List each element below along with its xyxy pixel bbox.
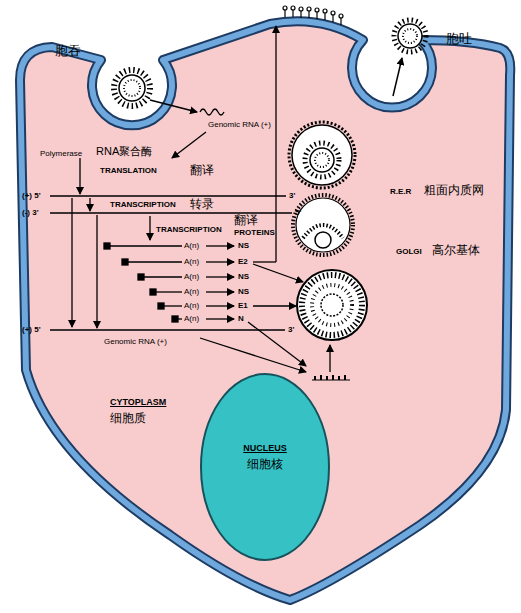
protein-label: N <box>238 315 244 323</box>
strand-end: (+) 5' <box>22 192 41 200</box>
ribosome-strand <box>312 375 350 380</box>
organelle-label: 粗面内质网 <box>424 184 484 196</box>
organelle-label: NUCLEUS <box>198 444 332 453</box>
organelle-label: 高尔基体 <box>432 244 480 256</box>
protein-label: NS <box>238 288 249 296</box>
nucleus: NUCLEUS 细胞核 <box>198 372 332 562</box>
protein-label: E1 <box>238 302 248 310</box>
organelle-label: GOLGI <box>396 248 422 256</box>
step-label: TRANSCRIPTION <box>156 226 222 234</box>
assembly-vesicle <box>297 270 367 340</box>
rer-vesicle <box>289 122 355 188</box>
subgenomic-rows <box>104 243 234 322</box>
protein-label: NS <box>238 273 249 281</box>
flow-arrow <box>172 132 206 158</box>
cell-membrane-outer <box>20 21 510 600</box>
strand-end: 3' <box>289 192 295 200</box>
molecule-label: Genomic RNA (+) <box>208 121 271 129</box>
release-arrow <box>150 100 197 112</box>
step-label: 翻译 <box>234 214 258 226</box>
enzyme-label: Polymerase <box>40 150 82 158</box>
rna-strands <box>50 158 292 330</box>
strand-end: (+) 5' <box>22 326 41 334</box>
protein-label: E2 <box>238 258 248 266</box>
organelle-label: 细胞核 <box>198 458 332 470</box>
region-label: 细胞质 <box>110 412 190 424</box>
cell-membrane <box>20 21 510 600</box>
polya-tail: A(n) <box>184 302 199 310</box>
process-label: 胞吐 <box>446 32 472 45</box>
exocytosis-arrow <box>393 58 402 96</box>
polya-tail: A(n) <box>184 258 199 266</box>
polya-tail: A(n) <box>184 315 199 323</box>
virion <box>394 20 426 52</box>
membrane-spikes <box>283 6 343 25</box>
strand-end: (-) 3' <box>22 209 39 217</box>
polya-tail: A(n) <box>184 242 199 250</box>
heading-label: PROTEINS <box>234 229 275 237</box>
molecule-label: Genomic RNA (+) <box>104 338 167 346</box>
polya-tail: A(n) <box>184 273 199 281</box>
rna-squiggle <box>200 109 224 115</box>
strand-end: 3' <box>288 326 294 334</box>
step-label: TRANSCRIPTION <box>110 201 176 209</box>
step-label: 翻译 <box>190 164 214 176</box>
golgi-vesicle <box>293 195 353 255</box>
step-label: 转录 <box>190 198 214 210</box>
polya-tail: A(n) <box>184 288 199 296</box>
process-label: 胞吞 <box>55 44 81 57</box>
protein-label: NS <box>238 242 249 250</box>
strand-end: 5' <box>295 209 301 217</box>
step-label: TRANSLATION <box>100 167 157 175</box>
organelle-label: R.E.R <box>390 188 411 196</box>
region-label: CYTOPLASM <box>110 398 190 407</box>
virion <box>114 70 150 106</box>
enzyme-label: RNA聚合酶 <box>96 146 152 157</box>
